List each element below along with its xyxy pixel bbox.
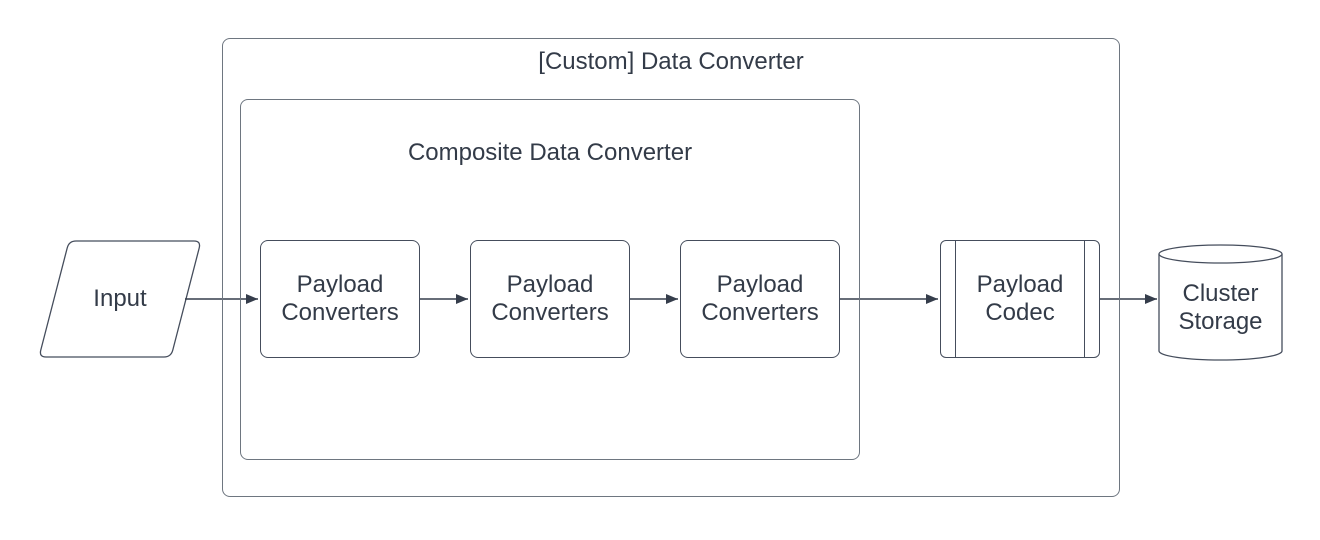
storage-node-label: Cluster Storage bbox=[1178, 280, 1263, 335]
codec-left-bar bbox=[955, 241, 956, 357]
outer-container-custom-data-converter: [Custom] Data Converter bbox=[222, 38, 1120, 497]
node-label: Payload Converters bbox=[281, 271, 399, 326]
node-label: Payload Codec bbox=[976, 271, 1064, 326]
inner-container-title: Composite Data Converter bbox=[407, 139, 693, 166]
input-node-label: Input bbox=[93, 285, 147, 312]
inner-container-composite-data-converter: Composite Data Converter bbox=[240, 99, 860, 460]
node-label: Payload Converters bbox=[701, 271, 819, 326]
node-payload-converters-1: Payload Converters bbox=[260, 240, 420, 358]
outer-container-title: [Custom] Data Converter bbox=[538, 48, 804, 75]
node-label: Payload Converters bbox=[491, 271, 609, 326]
node-payload-converters-3: Payload Converters bbox=[680, 240, 840, 358]
node-payload-converters-2: Payload Converters bbox=[470, 240, 630, 358]
codec-right-bar bbox=[1084, 241, 1085, 357]
node-payload-codec: Payload Codec bbox=[940, 240, 1100, 358]
